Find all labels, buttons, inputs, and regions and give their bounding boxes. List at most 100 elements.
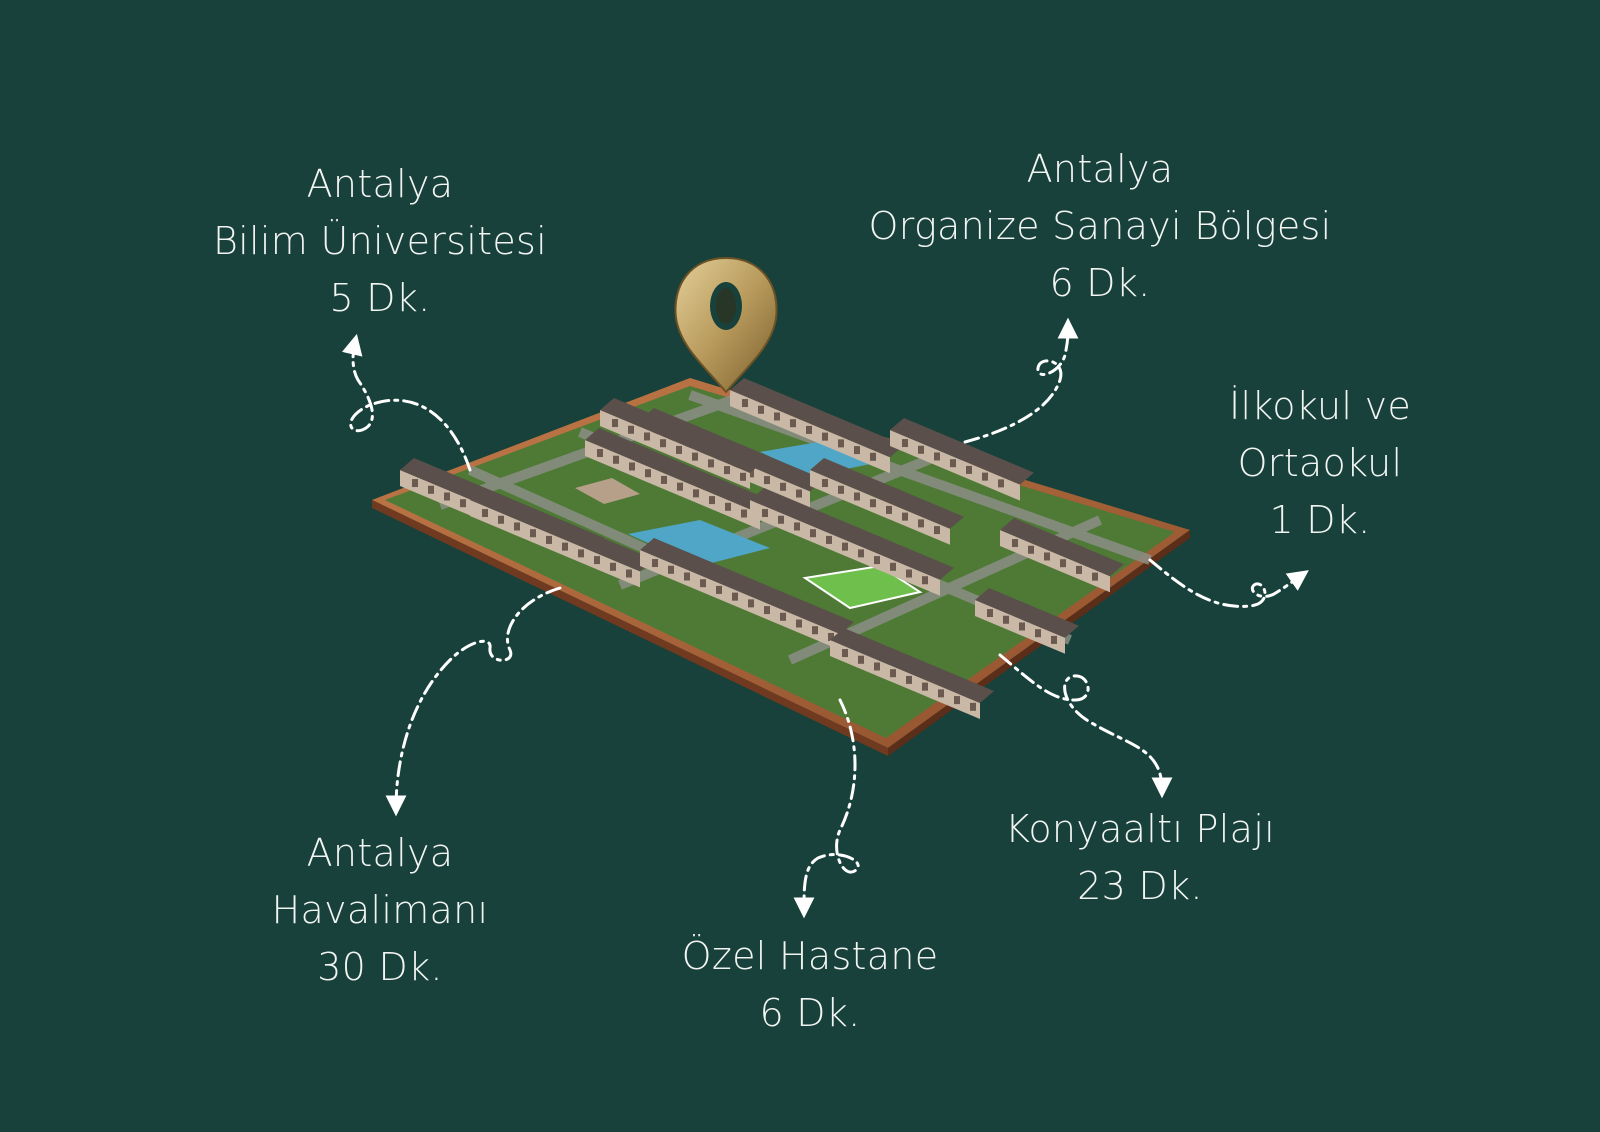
building-window xyxy=(684,572,690,581)
building-window xyxy=(1012,539,1018,548)
building-window xyxy=(741,509,747,518)
building-window xyxy=(890,669,896,678)
building-window xyxy=(790,419,796,428)
building-window xyxy=(998,479,1004,488)
building-window xyxy=(842,542,848,551)
building-window xyxy=(676,445,682,454)
building-window xyxy=(966,465,972,474)
building-window xyxy=(725,502,731,511)
building-window xyxy=(954,696,960,705)
building-roof xyxy=(585,428,774,514)
building-window xyxy=(742,399,748,408)
building-window xyxy=(806,425,812,434)
location-name-line2: Havalimanı xyxy=(271,888,489,932)
location-label-university: Antalya Bilim Üniversitesi 5 Dk. xyxy=(180,156,580,327)
building-window xyxy=(774,412,780,421)
location-name-line2: Organize Sanayi Bölgesi xyxy=(868,204,1332,248)
building-roof xyxy=(470,488,654,572)
building-window xyxy=(918,445,924,454)
building-window xyxy=(812,626,818,635)
building-window xyxy=(906,675,912,684)
building-facade xyxy=(470,500,640,588)
building-window xyxy=(780,612,786,621)
building-facade xyxy=(585,440,760,530)
building-window xyxy=(987,609,993,618)
building-window xyxy=(693,489,699,498)
building-window xyxy=(870,499,876,508)
building-window xyxy=(612,419,618,428)
building-window xyxy=(613,455,619,464)
building-window xyxy=(1076,565,1082,574)
route-beach xyxy=(998,653,1173,799)
building-window xyxy=(1044,552,1050,561)
location-pin-icon xyxy=(674,256,778,394)
building-window xyxy=(838,485,844,494)
building-window xyxy=(610,562,616,571)
building-window xyxy=(758,405,764,414)
building-window xyxy=(902,512,908,521)
building-window xyxy=(652,559,658,568)
location-label-industrial: Antalya Organize Sanayi Bölgesi 6 Dk. xyxy=(820,141,1380,312)
building-window xyxy=(886,505,892,514)
building-window xyxy=(950,459,956,468)
building-window xyxy=(661,475,667,484)
building-roof xyxy=(975,588,1079,638)
building-window xyxy=(982,472,988,481)
building-blocks xyxy=(400,378,1124,719)
building-window xyxy=(890,562,896,571)
building-window xyxy=(748,469,754,478)
building-window xyxy=(1092,572,1098,581)
building-window xyxy=(854,446,860,455)
building-window xyxy=(482,509,488,518)
location-travel-time: 6 Dk. xyxy=(1049,261,1151,305)
building-window xyxy=(700,579,706,588)
location-travel-time: 23 Dk. xyxy=(1077,864,1203,908)
building-roof xyxy=(1000,518,1124,577)
building-window xyxy=(838,439,844,448)
route-hospital xyxy=(793,698,860,919)
location-name-line1: Konyaaltı Plajı xyxy=(1005,807,1275,851)
building-window xyxy=(922,576,928,585)
location-label-airport: Antalya Havalimanı 30 Dk. xyxy=(230,825,530,996)
building-window xyxy=(1028,545,1034,554)
route-airport xyxy=(385,586,562,817)
building-window xyxy=(530,529,536,538)
building-window xyxy=(764,476,770,485)
building-window xyxy=(764,606,770,615)
location-label-beach: Konyaaltı Plajı 23 Dk. xyxy=(970,801,1310,915)
building-window xyxy=(732,592,738,601)
building-window xyxy=(858,655,864,664)
location-travel-time: 30 Dk. xyxy=(317,945,443,989)
building-window xyxy=(934,526,940,535)
building-window xyxy=(1035,629,1041,638)
building-window xyxy=(858,549,864,558)
building-window xyxy=(870,452,876,461)
building-window xyxy=(677,482,683,491)
location-travel-time: 1 Dk. xyxy=(1269,498,1371,542)
location-name-line1: İlkokul ve xyxy=(1228,384,1412,428)
building-roof xyxy=(750,488,954,580)
building-window xyxy=(628,425,634,434)
building-window xyxy=(562,542,568,551)
building-window xyxy=(902,439,908,448)
route-industrial xyxy=(963,317,1079,444)
building-roof xyxy=(600,398,764,473)
building-window xyxy=(826,535,832,544)
building-window xyxy=(762,509,768,518)
building-window xyxy=(444,492,450,501)
building-window xyxy=(1051,635,1057,644)
building-window xyxy=(874,556,880,565)
building-window xyxy=(934,452,940,461)
building-window xyxy=(644,432,650,441)
building-window xyxy=(626,569,632,578)
building-window xyxy=(1003,615,1009,624)
location-name-line1: Antalya xyxy=(1026,147,1174,191)
building-window xyxy=(906,569,912,578)
building-window xyxy=(922,682,928,691)
building-window xyxy=(546,535,552,544)
building-window xyxy=(594,556,600,565)
location-name-line1: Antalya xyxy=(306,162,454,206)
building-roof xyxy=(810,458,964,529)
building-window xyxy=(645,469,651,478)
building-window xyxy=(854,492,860,501)
